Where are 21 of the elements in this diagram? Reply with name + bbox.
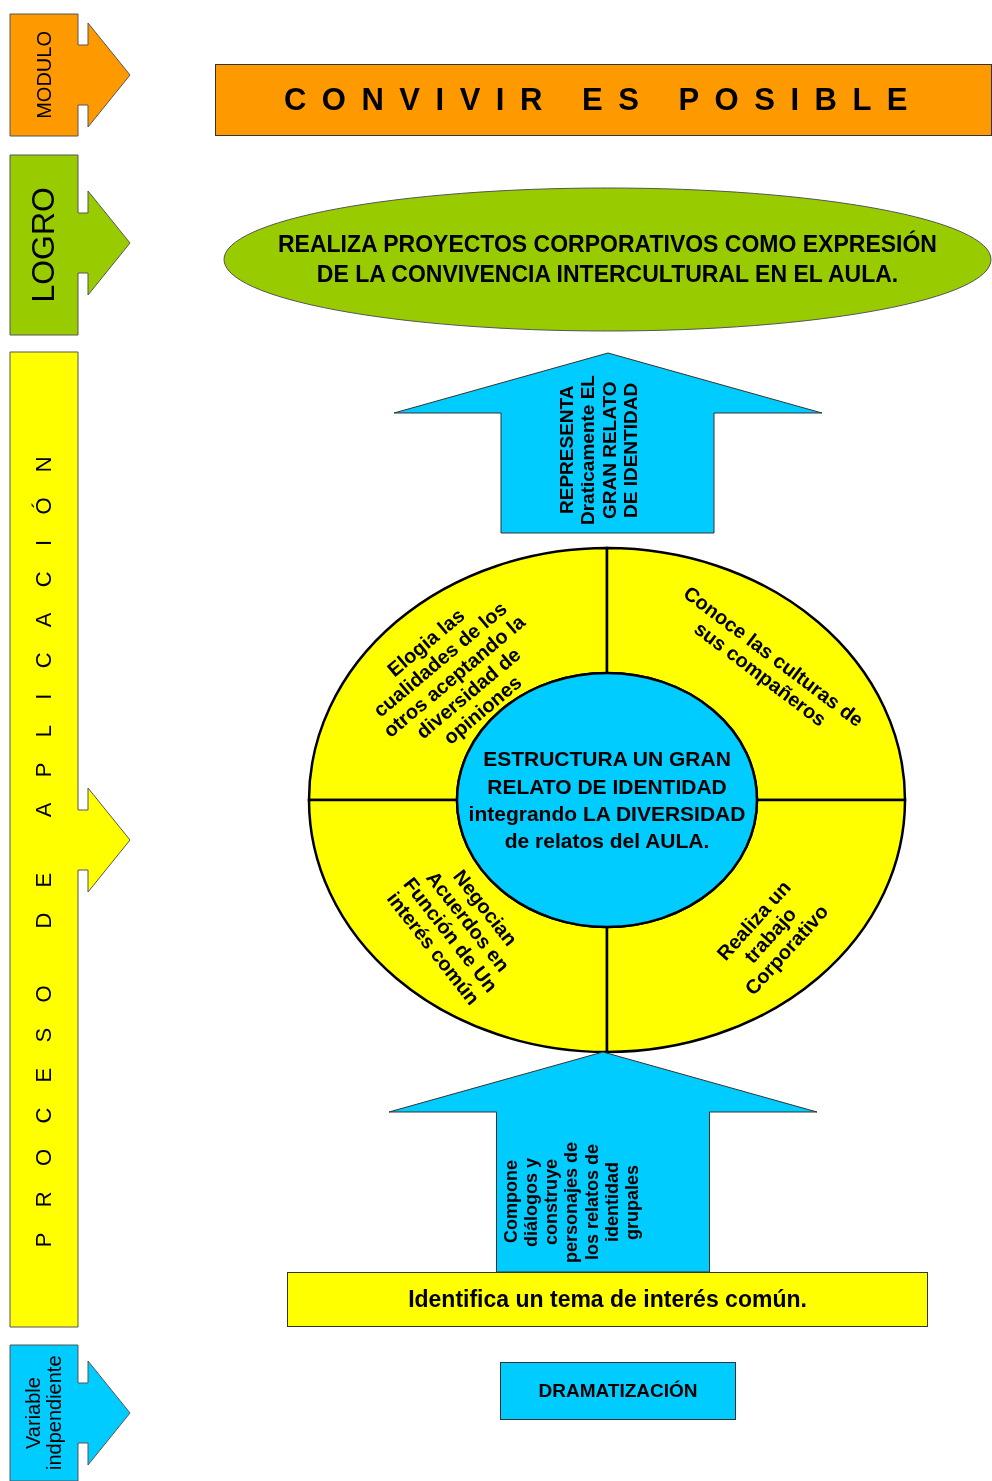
- box-text: CONVIVIR ES POSIBLE: [284, 82, 923, 118]
- box-text: DRAMATIZACIÓN: [538, 1380, 698, 1402]
- center-text: ESTRUCTURA UN GRAN RELATO DE IDENTIDAD integrando LA DIVERSIDAD de relatos del AULA.: [467, 746, 747, 855]
- goal-text: REALIZA PROYECTOS CORPORATIVOS COMO EXPRESIÓN DE LA CONVIVENCIA INTERCULTURAL EN EL AULA.: [277, 229, 938, 289]
- arrow-text: REPRESENTA Draticamente EL GRAN RELATO DE IDENTIDAD: [556, 375, 642, 525]
- statement-box: [287, 1272, 928, 1327]
- side-arrow-label: [10, 1345, 130, 1481]
- title-banner: [215, 64, 992, 136]
- side-arrow-label: [10, 155, 130, 335]
- box-text: Identifica un tema de interés común.: [408, 1286, 807, 1313]
- side-label: LOGRO: [27, 187, 61, 303]
- side-arrow-label: [10, 14, 130, 136]
- variable-box: [500, 1362, 736, 1420]
- side-label: Variable indpendiente: [23, 1354, 65, 1473]
- side-label: MODULO: [33, 31, 55, 119]
- edge-label: Compone diálogos y construye personajes de los relatos de identidad grupales: [500, 1140, 643, 1265]
- block-arrow: [388, 1051, 818, 1273]
- block-arrow: [394, 353, 822, 533]
- side-label: PROCESO DE APLICACIÓN: [32, 431, 56, 1248]
- side-arrow-label: [10, 352, 130, 1327]
- goal-ellipse: [223, 187, 992, 332]
